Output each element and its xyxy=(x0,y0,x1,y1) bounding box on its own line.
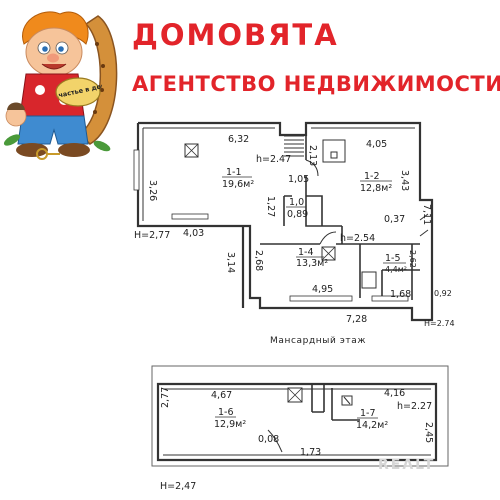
mascot-sign: Счастье в дом xyxy=(58,82,102,101)
brand-name: ДОМОВЯТА xyxy=(132,18,339,52)
chimney-icon xyxy=(184,143,199,158)
attic-floor-plan: 6,32 4,05 3,26 3,43 4,03 1,05 2,13 1,27 … xyxy=(133,121,455,346)
watermark: REALT xyxy=(378,457,435,473)
room-number: 1-6 xyxy=(218,407,234,418)
dimension-label: 0,92 xyxy=(434,289,452,298)
ceiling-height: h=2.47 xyxy=(256,154,291,165)
dimension-label: 1,27 xyxy=(265,196,276,217)
ceiling-height: h=2.54 xyxy=(340,233,375,244)
room-number: 1-5 xyxy=(385,253,401,264)
room-area: 12,9м² xyxy=(214,419,246,430)
window xyxy=(371,295,409,302)
room-number: 1-4 xyxy=(298,247,314,258)
mascot-logo xyxy=(3,11,118,160)
room-area: 13,3м² xyxy=(296,258,328,269)
lower-floor-plan: 4,67 4,16 2,77 2,45 0,08 1,73 h=2.27 H=2… xyxy=(151,365,449,492)
inner-wall xyxy=(260,135,420,300)
dimension-label: 7,28 xyxy=(346,314,367,325)
dimension-label: 3,43 xyxy=(399,170,410,191)
dimension-label: 2,62 xyxy=(408,250,417,268)
dimension-label: 1,05 xyxy=(288,174,309,185)
dimension-label: 2,77 xyxy=(160,387,171,408)
chimney-icon xyxy=(321,246,336,261)
chimney-icon xyxy=(287,387,303,403)
dimension-label: 2,68 xyxy=(253,250,264,271)
ceiling-height: H=2,47 xyxy=(160,481,196,492)
ceiling-height: h=2.27 xyxy=(397,401,432,412)
dimension-label: 3,14 xyxy=(225,252,236,273)
room-area: 19,6м² xyxy=(222,179,254,190)
room-area: 0,89 xyxy=(287,209,308,220)
dimension-label: 4,16 xyxy=(384,388,405,399)
door-swing xyxy=(319,231,337,245)
room-area: 14,2м² xyxy=(356,420,388,431)
ceiling-height: H=2,77 xyxy=(134,230,170,241)
vent-icon xyxy=(341,395,353,406)
room-number: 1-1 xyxy=(226,167,242,178)
room-number: 1-7 xyxy=(360,408,376,419)
stove-icon xyxy=(322,139,346,163)
dimension-label: 3,26 xyxy=(147,180,158,201)
window xyxy=(133,149,140,191)
dimension-label: 4,03 xyxy=(183,228,204,239)
dimension-label: 0,37 xyxy=(384,214,405,225)
room-number: 1-2 xyxy=(364,171,380,182)
dimension-label: 0,08 xyxy=(258,434,279,445)
door-swing xyxy=(305,159,319,177)
dimension-label: 7,11 xyxy=(421,204,432,225)
sink-icon xyxy=(361,271,377,289)
dimension-label: 6,32 xyxy=(228,134,249,145)
stair-steps xyxy=(284,135,304,157)
room-area: 4,4м² xyxy=(385,265,407,274)
outer-wall xyxy=(156,382,438,462)
dimension-label: 2,13 xyxy=(307,145,318,166)
window xyxy=(171,213,209,220)
dimension-label: 4,67 xyxy=(211,390,232,401)
room-number: 1,0 xyxy=(289,197,304,208)
inner-wall xyxy=(311,384,360,421)
ceiling-height: H=2.74 xyxy=(424,319,455,328)
room-area: 12,8м² xyxy=(360,183,392,194)
dimension-label: 1,73 xyxy=(300,447,321,458)
dimension-label: 4,05 xyxy=(366,139,387,150)
dimension-label: 4,95 xyxy=(312,284,333,295)
dimension-label: 2,45 xyxy=(423,422,434,443)
door-swing xyxy=(267,429,283,453)
dimension-label: 1,68 xyxy=(390,289,411,300)
brand-tagline: АГЕНТСТВО НЕДВИЖИМОСТИ xyxy=(132,72,500,96)
floor-caption: Мансардный этаж xyxy=(270,336,366,346)
window xyxy=(289,295,353,302)
